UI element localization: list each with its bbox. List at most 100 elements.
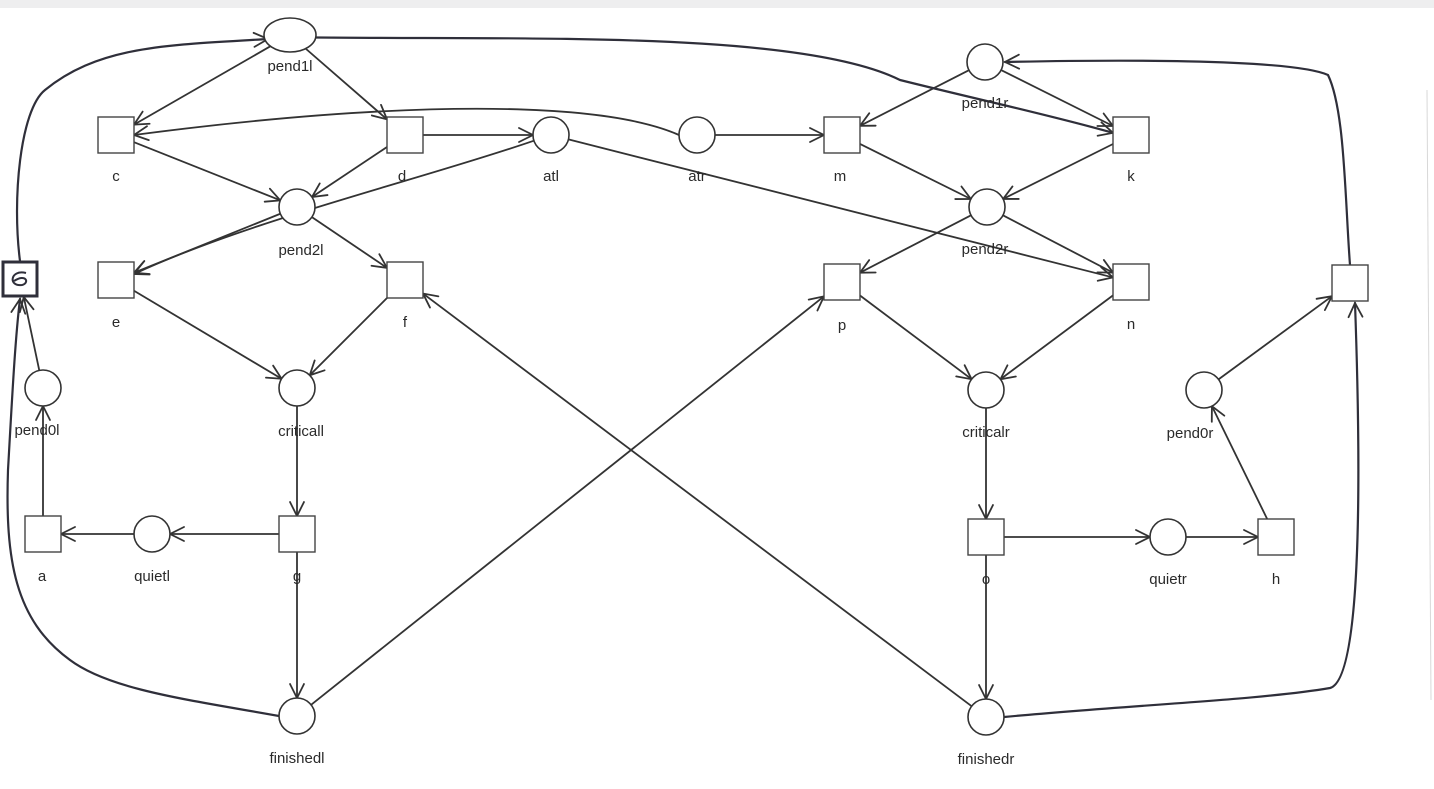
place-pend2l[interactable]: pend2l: [278, 188, 324, 259]
arc-finishedr-to-handdrawn_right-line: [1002, 301, 1360, 719]
place-finishedr-label: finishedr: [958, 751, 1015, 768]
arc-finishedl-to-handdrawn_left: [6, 297, 281, 718]
transition-a[interactable]: a: [24, 515, 62, 585]
transition-f[interactable]: f: [386, 261, 424, 331]
scribble-mark: [11, 271, 28, 287]
arc-pend1l-to-c: [132, 44, 274, 126]
arc-o-to-quietr: [1004, 529, 1153, 545]
transition-m[interactable]: m: [823, 116, 861, 185]
arc-pend0r-to-handdrawn_right-line: [1217, 295, 1333, 381]
transition-n-label: n: [1127, 316, 1135, 333]
transition-e[interactable]: e: [97, 261, 135, 331]
place-quietl-label: quietl: [134, 568, 170, 585]
place-criticall-label: criticall: [278, 423, 324, 440]
transition-m-box: [823, 116, 861, 154]
place-pend1r[interactable]: pend1r: [962, 43, 1009, 112]
transition-handdrawn_right[interactable]: [1331, 264, 1369, 302]
transition-k[interactable]: k: [1112, 116, 1150, 185]
arc-pend1l-to-d: [304, 47, 389, 121]
place-pend2r[interactable]: pend2r: [962, 188, 1009, 258]
transition-p[interactable]: p: [823, 263, 861, 334]
arc-atr-to-c-line: [133, 107, 680, 136]
arc-finishedl-to-handdrawn_left-arrowhead: [10, 297, 27, 315]
transition-a-label: a: [38, 568, 47, 585]
transition-f-box: [386, 261, 424, 299]
arc-finishedl-to-p: [310, 295, 826, 706]
place-atl-circle: [532, 116, 570, 154]
place-atl-label: atl: [543, 168, 559, 185]
arc-pend1r-to-k-line: [1000, 69, 1114, 127]
arc-h-to-pend0r-line: [1211, 405, 1268, 520]
transition-d[interactable]: d: [386, 116, 424, 185]
transition-handdrawn_left[interactable]: [1, 260, 39, 298]
transition-n[interactable]: n: [1112, 263, 1150, 333]
place-atl[interactable]: atl: [532, 116, 570, 185]
handdrawn-arcs-layer: [6, 31, 1364, 719]
arc-finishedr-to-handdrawn_right-arrowhead: [1347, 300, 1364, 319]
place-pend1l-label: pend1l: [267, 58, 312, 75]
transition-o[interactable]: o: [967, 518, 1005, 588]
place-finishedl-label: finishedl: [269, 750, 324, 767]
arc-pend2r-to-p: [858, 214, 972, 274]
arc-handdrawn_right-to-pend1r-arrowhead: [1002, 53, 1021, 70]
transition-d-label: d: [398, 168, 406, 185]
place-pend0r[interactable]: pend0r: [1167, 371, 1223, 442]
arc-m-to-pend2r: [859, 143, 973, 200]
arc-handdrawn_right-to-pend1r: [1002, 53, 1352, 267]
arc-c-to-pend2l-line: [133, 141, 281, 202]
place-atr[interactable]: atr: [678, 116, 716, 185]
place-pend1r-label: pend1r: [962, 95, 1009, 112]
transition-n-box: [1112, 263, 1150, 301]
place-quietr[interactable]: quietr: [1149, 518, 1187, 588]
arc-m-to-pend2r-line: [859, 143, 972, 200]
transition-c[interactable]: c: [97, 116, 135, 185]
place-criticall[interactable]: criticall: [278, 369, 324, 440]
place-criticalr-label: criticalr: [962, 424, 1010, 441]
transition-g-box: [278, 515, 316, 553]
place-pend0l[interactable]: pend0l: [14, 369, 62, 439]
arc-finishedr-to-f: [421, 292, 973, 707]
arc-pend1r-to-m: [858, 69, 970, 127]
transition-k-label: k: [1127, 168, 1135, 185]
place-finishedr[interactable]: finishedr: [958, 698, 1015, 768]
transition-a-box: [24, 515, 62, 553]
arc-atl-to-e: [132, 139, 535, 276]
arc-k-to-pend2r-line: [1002, 143, 1114, 200]
place-finishedl[interactable]: finishedl: [269, 697, 325, 767]
place-pend0r-label: pend0r: [1167, 425, 1214, 442]
place-criticalr-circle: [967, 371, 1005, 409]
place-quietl[interactable]: quietl: [133, 515, 171, 585]
arc-pend0l-to-handdrawn_left-line: [22, 296, 41, 371]
transition-p-box: [823, 263, 861, 301]
place-pend1l-circle: [263, 17, 317, 53]
arc-finishedl-to-p-line: [310, 295, 825, 706]
arc-atl-to-e-line: [133, 139, 535, 275]
arc-atl-to-n-line: [568, 138, 1114, 279]
place-pend0l-label: pend0l: [14, 422, 59, 439]
transition-m-label: m: [834, 168, 847, 185]
arc-quietl-to-a: [58, 526, 134, 542]
arc-k-to-pend2r: [1001, 143, 1114, 200]
place-criticalr[interactable]: criticalr: [962, 371, 1010, 441]
place-pend2l-label: pend2l: [278, 242, 323, 259]
transition-h-box: [1257, 518, 1295, 556]
scan-top-edge: [0, 0, 1434, 8]
transition-h[interactable]: h: [1257, 518, 1295, 588]
transition-g[interactable]: g: [278, 515, 316, 585]
place-pend1l[interactable]: pend1l: [263, 17, 317, 75]
arc-pend2l-to-f-line: [311, 216, 388, 269]
scan-right-edge: [1426, 89, 1432, 701]
transition-d-box: [386, 116, 424, 154]
transition-o-box: [967, 518, 1005, 556]
arc-handdrawn_left-to-pend1l-line: [15, 37, 270, 263]
transition-e-box: [97, 261, 135, 299]
arc-pend1r-to-m-line: [859, 69, 970, 127]
arc-pend1l-to-k-line: [308, 36, 1115, 134]
place-quietr-label: quietr: [1149, 571, 1187, 588]
place-criticall-circle: [278, 369, 316, 407]
place-quietr-circle: [1149, 518, 1187, 556]
arc-e-to-criticall-line: [133, 289, 283, 380]
arc-finishedr-to-handdrawn_right: [1002, 300, 1364, 719]
arc-c-to-pend2l: [133, 141, 283, 203]
